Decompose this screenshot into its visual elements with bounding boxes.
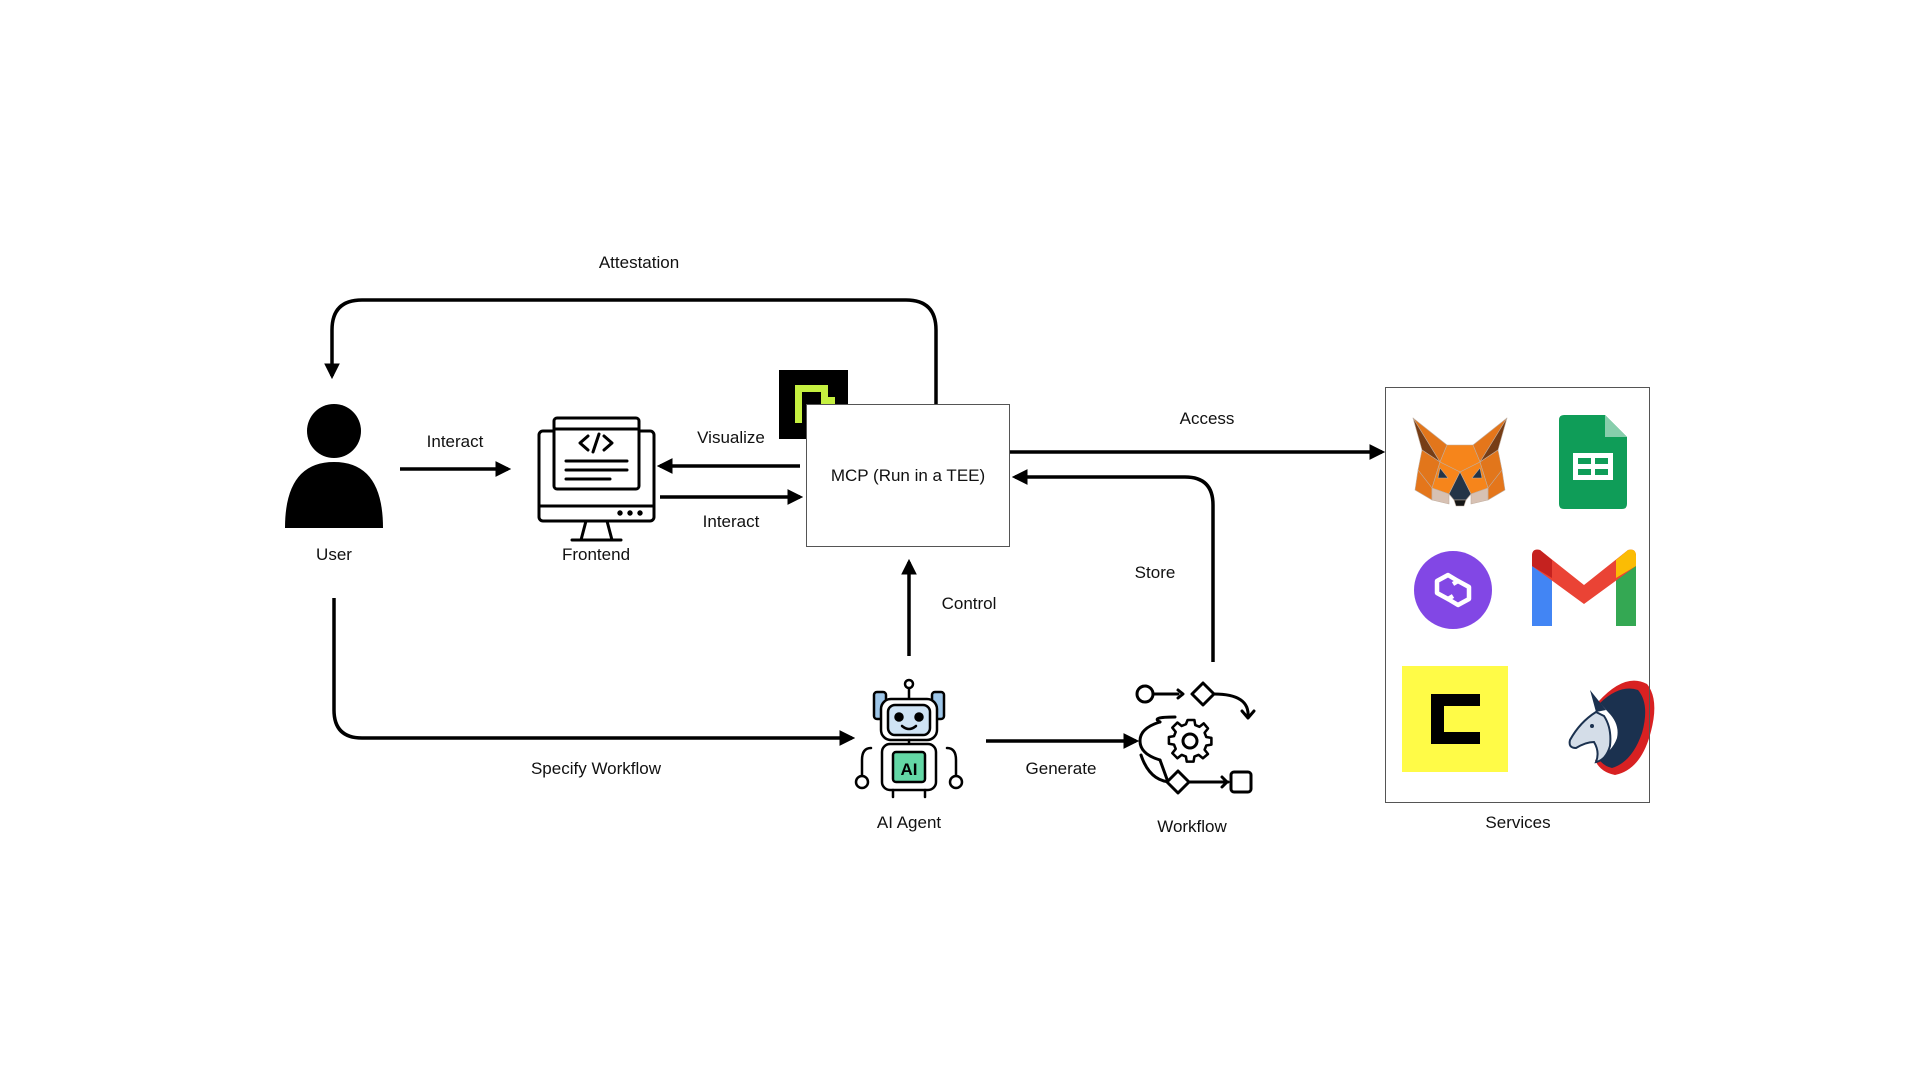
ai-chip-glyph: AI [901, 760, 918, 779]
edge-label-access: Access [1179, 409, 1235, 428]
edge-store [1011, 469, 1215, 662]
edge-label-store: Store [1134, 563, 1176, 582]
ai-robot-icon [854, 678, 964, 799]
edge-label-visualize: Visualize [697, 428, 765, 447]
mcp-tee-box: MCP (Run in a TEE) [806, 404, 1010, 547]
edge-label-specify-workflow: Specify Workflow [530, 759, 662, 778]
services-box [1385, 387, 1650, 803]
frontend-label: Frontend [561, 545, 631, 564]
user-label: User [316, 545, 352, 564]
edge-attestation [324, 298, 938, 404]
metamask-icon [1412, 417, 1508, 507]
services-label: Services [1485, 813, 1551, 832]
edge-specify-workflow [332, 598, 856, 746]
1inch-icon [1568, 680, 1655, 775]
workflow-gear-icon [1135, 681, 1256, 795]
user-silhouette-icon [285, 404, 383, 528]
edge-label-attestation: Attestation [598, 253, 680, 272]
edge-label-interact-frontend: Interact [702, 512, 760, 531]
code-monitor-icon [537, 416, 656, 542]
workflow-label: Workflow [1157, 817, 1227, 836]
mcp-label: MCP (Run in a TEE) [830, 465, 986, 485]
edge-label-generate: Generate [1025, 759, 1097, 778]
ai-agent-label: AI Agent [876, 813, 942, 832]
edge-label-control: Control [941, 594, 997, 613]
google-sheets-icon [1559, 415, 1627, 509]
polygon-icon [1414, 551, 1492, 629]
coinbase-icon [1402, 666, 1508, 772]
edge-label-interact-user: Interact [426, 432, 484, 451]
gmail-icon [1532, 549, 1636, 626]
